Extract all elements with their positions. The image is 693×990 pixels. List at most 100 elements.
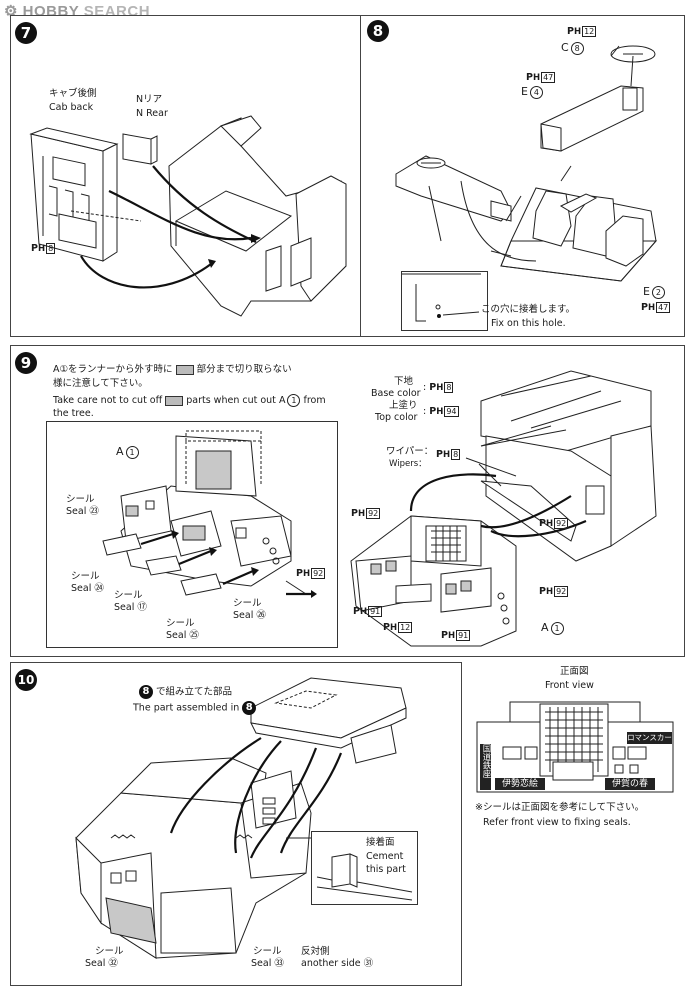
step-10-badge: 10 <box>15 669 37 691</box>
seal-24-label-jp: シール <box>71 571 100 582</box>
seal-note-jp: ※シールは正面図を参考にして下さい。 <box>475 802 645 813</box>
ph-label: PH <box>31 243 46 254</box>
hole-detail-box <box>401 271 488 331</box>
other-side-en: another side ㉛ <box>301 958 374 969</box>
seal-note-en: Refer front view to fixing seals. <box>483 817 631 828</box>
step-9-panel: 9 A①をランナーから外す時に 部分まで切り取らない 様に注意して下さい。 Ta… <box>10 345 685 657</box>
ph-label: PH <box>539 518 554 529</box>
ph-label: PH <box>526 72 541 83</box>
ph-label: PH <box>429 406 444 417</box>
seal-32-label-jp: シール <box>95 946 124 957</box>
ph-label: PH <box>641 302 656 313</box>
wipers-label-en: Wipers： <box>389 459 427 469</box>
seal-26-label-en: Seal ㉖ <box>233 610 266 621</box>
step-7-badge: 7 <box>15 22 37 44</box>
cab-back-label-en: Cab back <box>49 102 94 113</box>
caution-text-en-line1: Take care not to cut off parts when cut … <box>53 394 326 407</box>
base-color-jp: 下地 <box>394 376 414 387</box>
seal-33-label-jp: シール <box>253 946 282 957</box>
ph-label: PH <box>353 606 368 617</box>
seal-left-vertical: 国道鉄座 <box>480 744 491 790</box>
step-10-illustration <box>75 677 407 959</box>
step-8-ref-badge: 8 <box>139 685 153 699</box>
seal-25-label-en: Seal ㉕ <box>166 630 199 641</box>
gray-cut-swatch-en <box>165 395 184 406</box>
assembled-part-en: The part assembled in 8 <box>133 701 257 715</box>
ph-label: PH <box>383 622 398 633</box>
base-color-en: Base color <box>371 388 421 399</box>
ph-label: PH <box>441 630 456 641</box>
caution-text-jp-line2: 様に注意して下さい。 <box>53 378 148 389</box>
seal-right: 伊賀の春 <box>605 778 655 790</box>
gray-cut-swatch <box>175 364 194 375</box>
front-view-title-en: Front view <box>545 680 594 691</box>
cab-back-label-jp: キャブ後側 <box>49 88 97 99</box>
wipers-label-jp: ワイパー： <box>386 446 434 457</box>
assembled-part-jp: 8 で組み立てた部品 <box>139 685 232 699</box>
top-color-jp: 上塗り <box>389 400 418 411</box>
step-8-illustration <box>395 45 658 322</box>
step-9-illustration <box>102 370 657 647</box>
caution-text-jp-line1: A①をランナーから外す時に 部分まで切り取らない <box>53 364 292 375</box>
ph-number: 8 <box>46 243 56 254</box>
seal-23-label-jp: シール <box>66 494 95 505</box>
seal-23-label-en: Seal ㉓ <box>66 506 99 517</box>
cement-label-en: Cement <box>366 851 404 862</box>
seal-26-label-jp: シール <box>233 598 262 609</box>
step-9-badge: 9 <box>15 352 37 374</box>
n-rear-label-en: N Rear <box>136 108 168 119</box>
cement-label-jp: 接着面 <box>366 837 395 848</box>
top-color-en: Top color <box>375 412 418 423</box>
ph-label: PH <box>567 26 582 37</box>
front-view-section: 正面図 Front view 国道鉄座 伊勢恋絵 ロマンスカー 伊賀の春 ※シー… <box>465 662 685 832</box>
seal-17-label-en: Seal ⑰ <box>114 602 147 613</box>
seal-32-label-en: Seal ㉜ <box>85 958 118 969</box>
front-view-drawing <box>476 701 674 793</box>
ph-label: PH <box>351 508 366 519</box>
ph-label: PH <box>429 382 444 393</box>
step-8-ref-badge-en: 8 <box>242 701 257 715</box>
seal-17-label-jp: シール <box>114 590 143 601</box>
caution-text-en-line2: the tree. <box>53 408 94 419</box>
seal-33-label-en: Seal ㉝ <box>251 958 284 969</box>
cement-detail-box <box>311 831 418 905</box>
step-7-illustration <box>29 115 347 317</box>
seal-24-label-en: Seal ㉔ <box>71 583 104 594</box>
other-side-jp: 反対側 <box>301 946 330 957</box>
front-view-title-jp: 正面図 <box>560 666 589 677</box>
ph-label: PH <box>436 449 451 460</box>
cement-part-icon <box>316 853 413 901</box>
step-10-panel: 10 <box>10 662 462 986</box>
seal-center: 伊勢恋絵 <box>495 778 545 790</box>
hole-note-jp: この穴に接着します。 <box>481 304 576 315</box>
seal-right-top: ロマンスカー <box>627 732 672 744</box>
ph-label: PH <box>539 586 554 597</box>
seal-25-label-jp: シール <box>166 618 195 629</box>
n-rear-label-jp: Nリア <box>136 94 163 105</box>
seal-detail-box <box>46 421 338 648</box>
ph-label: PH <box>296 568 311 579</box>
cement-label-en2: this part <box>366 864 406 875</box>
step-8-badge: 8 <box>367 20 389 42</box>
